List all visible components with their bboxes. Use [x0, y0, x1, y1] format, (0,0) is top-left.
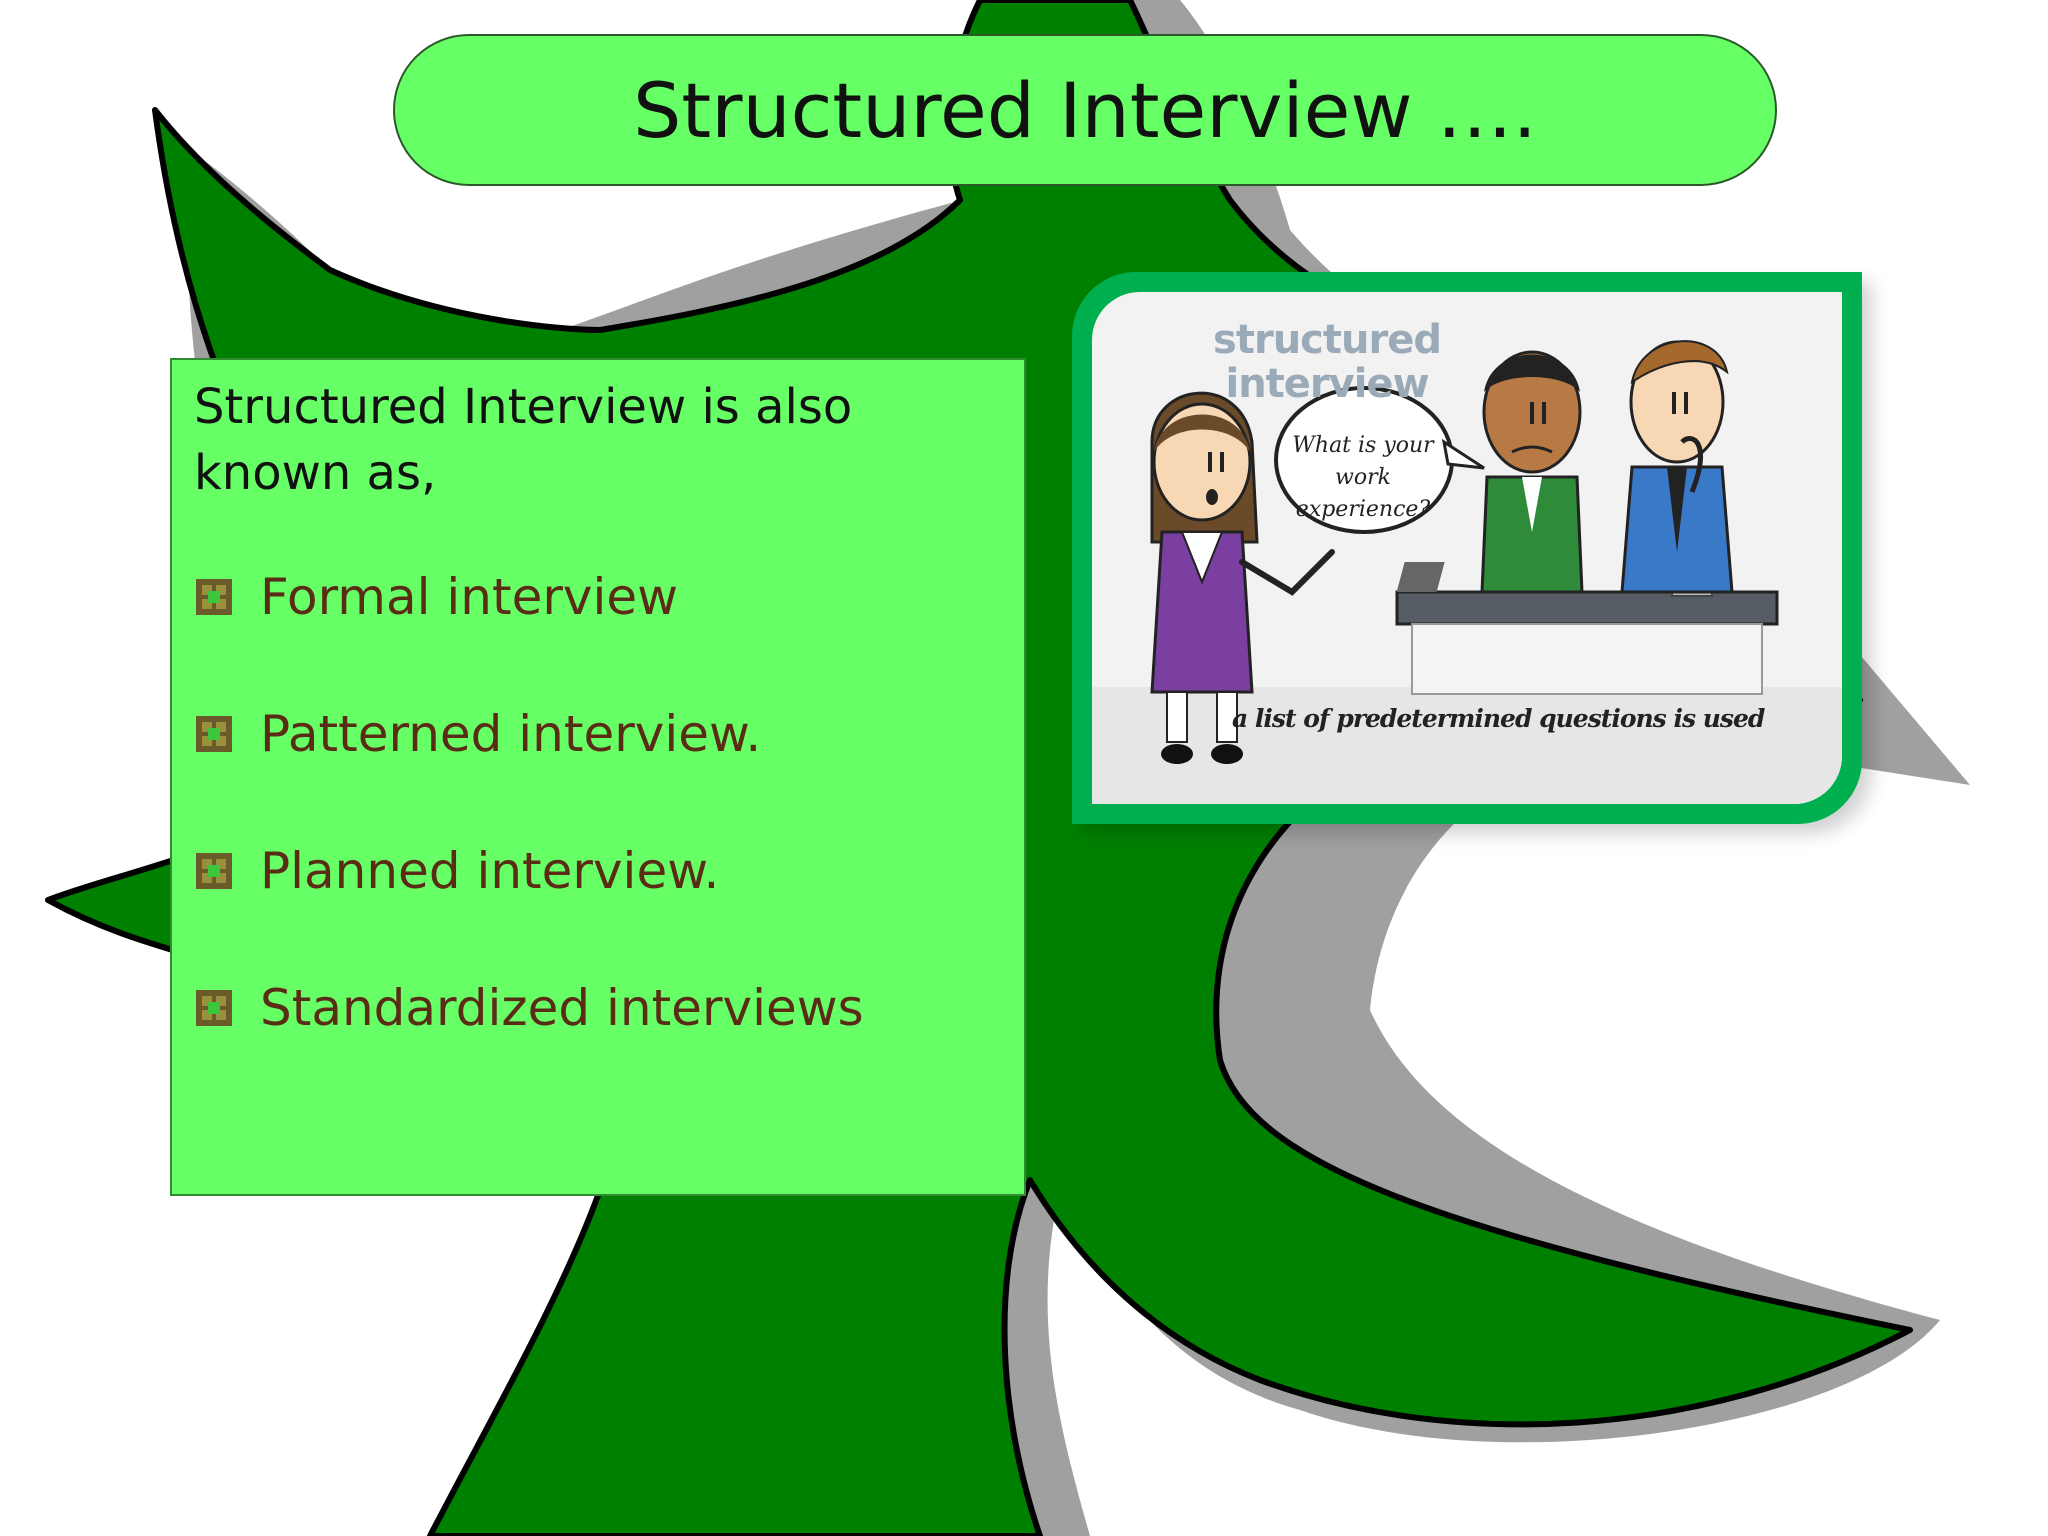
list-item: Standardized interviews [194, 973, 1004, 1043]
list-item: Patterned interview. [194, 699, 1004, 769]
interviewee-figure [1480, 350, 1584, 594]
bullet-label: Planned interview. [260, 842, 720, 900]
list-item: Formal interview [194, 562, 1004, 632]
square-bullet-icon [196, 990, 232, 1026]
title-banner: Structured Interview …. [393, 34, 1777, 186]
second-interviewer-figure [1620, 340, 1734, 594]
interviewer-figure [1150, 391, 1335, 764]
illustration-image: structured interview What is your work e… [1092, 292, 1842, 804]
illustration-caption: a list of predetermined questions is use… [1232, 704, 1765, 733]
square-bullet-icon [196, 853, 232, 889]
intro-text: Structured Interview is also known as, [194, 379, 853, 501]
bullet-list: Formal interview Patterned interview. Pl… [194, 562, 1004, 1043]
bullet-label: Patterned interview. [260, 705, 762, 763]
content-panel: Structured Interview is also known as, F… [170, 358, 1026, 1196]
illustration-frame: structured interview What is your work e… [1072, 272, 1862, 824]
bullet-label: Standardized interviews [260, 979, 864, 1037]
bullet-label: Formal interview [260, 568, 679, 626]
interview-cartoon [1092, 340, 1842, 804]
square-bullet-icon [196, 579, 232, 615]
square-bullet-icon [196, 716, 232, 752]
speech-bubble-text: What is your work experience? [1292, 433, 1434, 522]
slide-title: Structured Interview …. [633, 65, 1537, 155]
list-item: Planned interview. [194, 836, 1004, 906]
illustration-heading: structured interview [1213, 317, 1442, 407]
